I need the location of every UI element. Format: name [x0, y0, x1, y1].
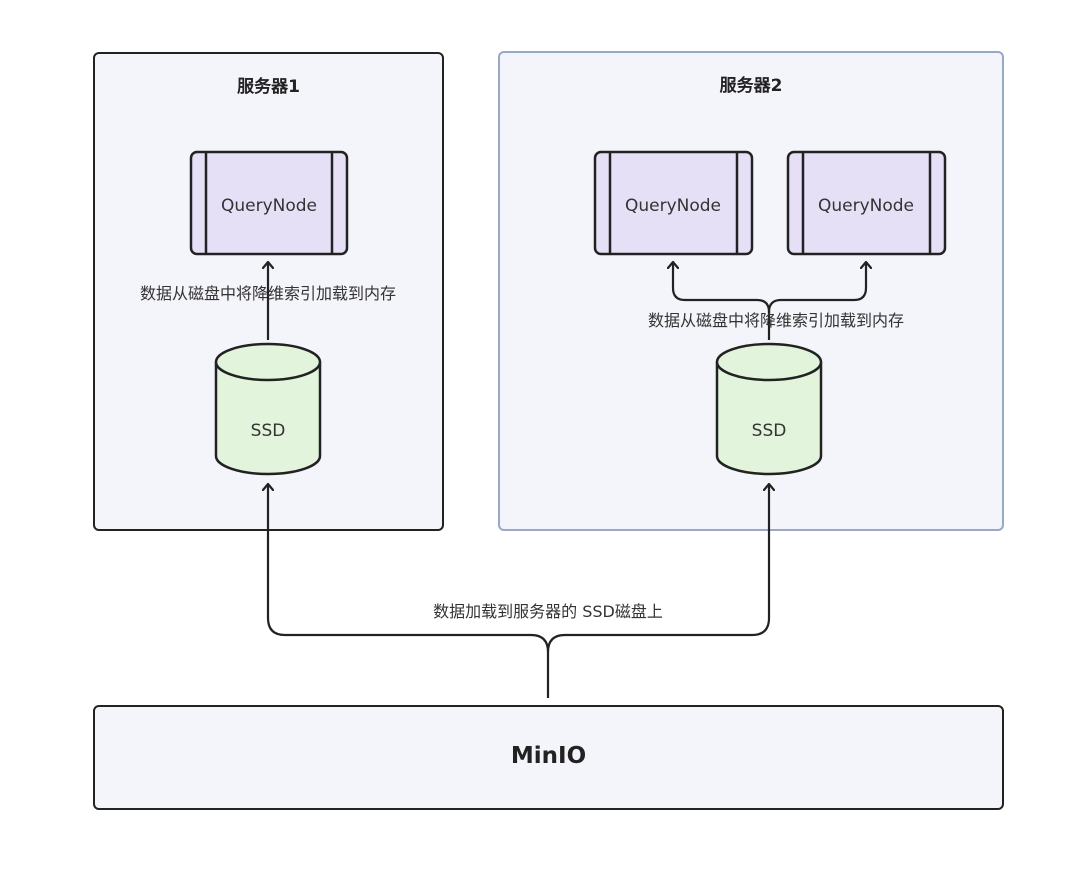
ssd-1-label: SSD — [251, 421, 286, 441]
arrow-minio-to-ssd2 — [546, 484, 769, 653]
label-load-to-memory-1: 数据从磁盘中将降维索引加载到内存 — [140, 284, 396, 303]
label-load-to-ssd: 数据加载到服务器的 SSD磁盘上 — [433, 602, 663, 621]
minio-storage-box: MinIO — [93, 705, 1004, 810]
ssd-1-cylinder: SSD — [214, 342, 322, 476]
label-load-to-memory-2: 数据从磁盘中将降维索引加载到内存 — [648, 311, 904, 330]
arrow-minio-to-ssd1 — [268, 484, 550, 698]
minio-label: MinIO — [510, 743, 587, 769]
server-1-title: 服务器1 — [237, 77, 300, 97]
arrow-ssd2-to-querynode2 — [673, 262, 771, 340]
server-2-title: 服务器2 — [719, 76, 783, 96]
querynode-3: QueryNode — [786, 150, 947, 256]
querynode-2-label: QueryNode — [625, 196, 721, 216]
querynode-1-label: QueryNode — [221, 196, 317, 216]
arrow-ssd2-to-querynode3 — [767, 262, 866, 313]
ssd-2-cylinder: SSD — [715, 342, 823, 476]
querynode-2: QueryNode — [593, 150, 754, 256]
ssd-2-label: SSD — [752, 421, 787, 441]
querynode-1: QueryNode — [189, 150, 349, 256]
querynode-3-label: QueryNode — [818, 196, 914, 216]
